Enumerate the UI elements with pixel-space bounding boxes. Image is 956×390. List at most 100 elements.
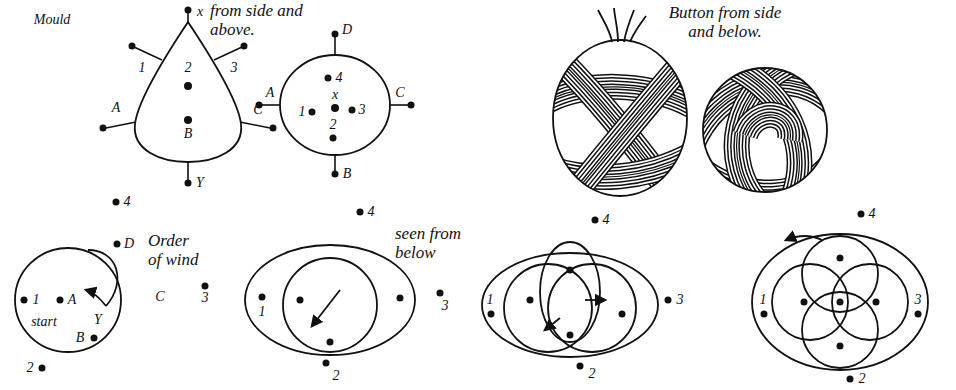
point-label: 2 [185, 60, 192, 75]
button-side-view [565, 55, 690, 205]
wind-step-4 [873, 299, 880, 306]
mould-side-view [129, 43, 136, 50]
mould-top-view [262, 104, 280, 106]
point-label: 4 [603, 212, 610, 227]
mould-side-view [106, 122, 136, 128]
wind-step-3 [482, 217, 672, 370]
point-label: 1 [760, 292, 767, 307]
point-label: 1 [299, 104, 306, 119]
wind-step-2 [245, 245, 415, 355]
button-bottom-view [690, 150, 840, 193]
button-bottom-view [745, 115, 790, 140]
point-label: 4 [336, 70, 343, 85]
mould-side-view [187, 162, 189, 180]
wind-step-2 [397, 295, 404, 302]
wind-step-4 [786, 236, 822, 240]
point-label: B [343, 166, 352, 181]
button-bottom-view [690, 60, 840, 205]
wind-step-4 [915, 311, 922, 318]
mould-top-view [325, 75, 332, 82]
mould-side-view [134, 47, 162, 60]
wind-step-1 [57, 297, 64, 304]
wind-step-4 [801, 299, 808, 306]
mould-top-view [390, 104, 408, 106]
button-bottom-view [745, 115, 790, 140]
point-label: 3 [202, 290, 209, 305]
mould-top-view [334, 37, 336, 55]
point-label: Y [196, 175, 204, 190]
point-label: 1 [139, 60, 146, 75]
wind-step-4 [752, 234, 928, 370]
wind-step-1 [88, 250, 117, 306]
wind-step-3 [665, 297, 672, 304]
wind-step-3 [619, 311, 626, 318]
point-label: C [253, 102, 262, 117]
wind-step-2 [283, 258, 377, 352]
mould-side-view [100, 125, 107, 132]
wind-step-3 [577, 363, 584, 370]
point-label: 3 [915, 292, 922, 307]
button-side-view [565, 55, 690, 205]
mould-side-view [240, 122, 270, 128]
point-label: 3 [359, 102, 366, 117]
point-label: x [197, 4, 203, 19]
point-label: 1 [33, 292, 40, 307]
mould-top-view [334, 155, 336, 171]
point-label: A [112, 100, 121, 115]
button-side-view [553, 40, 687, 196]
button-side-view [598, 10, 612, 42]
wind-step-1 [39, 365, 46, 372]
point-label: D [342, 22, 352, 37]
point-label: 3 [231, 60, 238, 75]
point-label: 2 [330, 117, 337, 132]
mould-top-view [331, 104, 339, 112]
mould-side-view [241, 43, 248, 50]
point-label: B [184, 126, 193, 141]
wind-step-2 [327, 339, 334, 346]
point-label: 2 [333, 368, 340, 383]
button-side-view [614, 8, 618, 42]
button-side-view [565, 55, 690, 205]
wind-step-4 [761, 311, 768, 318]
wind-step-4 [802, 292, 878, 368]
wind-step-3 [545, 318, 560, 330]
button-side-view [565, 55, 690, 205]
button-side-view [565, 55, 690, 205]
mould-side-view [184, 82, 192, 90]
mould-top-view [332, 171, 339, 178]
point-label: 4 [368, 204, 375, 219]
point-label: D [124, 236, 134, 251]
button-bottom-view [690, 150, 840, 193]
button-bottom-view [745, 115, 790, 140]
wind-step-4 [832, 264, 908, 340]
point-label: B [76, 330, 85, 345]
button-bottom-view [745, 115, 790, 140]
button-bottom-view [690, 150, 840, 193]
button-bottom-view [690, 150, 840, 193]
point-label: 2 [27, 360, 34, 375]
wind-step-2 [259, 294, 266, 301]
button-side-view [565, 55, 690, 205]
mould-top-view [332, 31, 339, 38]
button-side-view [565, 55, 690, 205]
button-side-view [565, 55, 690, 205]
mould-side-view [270, 125, 277, 132]
point-label: A [266, 85, 275, 100]
button-bottom-view [745, 115, 790, 140]
wind-step-2 [312, 290, 340, 326]
wind-step-3 [567, 267, 574, 274]
button-bottom-view [690, 60, 840, 205]
mould-top-view [309, 109, 316, 116]
point-label: 4 [869, 206, 876, 221]
button-bottom-view [690, 150, 840, 193]
wind-step-1 [15, 248, 121, 352]
wind-step-4 [837, 343, 844, 350]
wind-step-3 [540, 242, 600, 342]
button-bottom-view [745, 115, 790, 140]
point-label: 1 [487, 292, 494, 307]
mould-side-view [187, 13, 189, 22]
wind-step-2 [323, 360, 330, 367]
point-label: 3 [442, 298, 449, 313]
button-bottom-view [703, 68, 827, 192]
